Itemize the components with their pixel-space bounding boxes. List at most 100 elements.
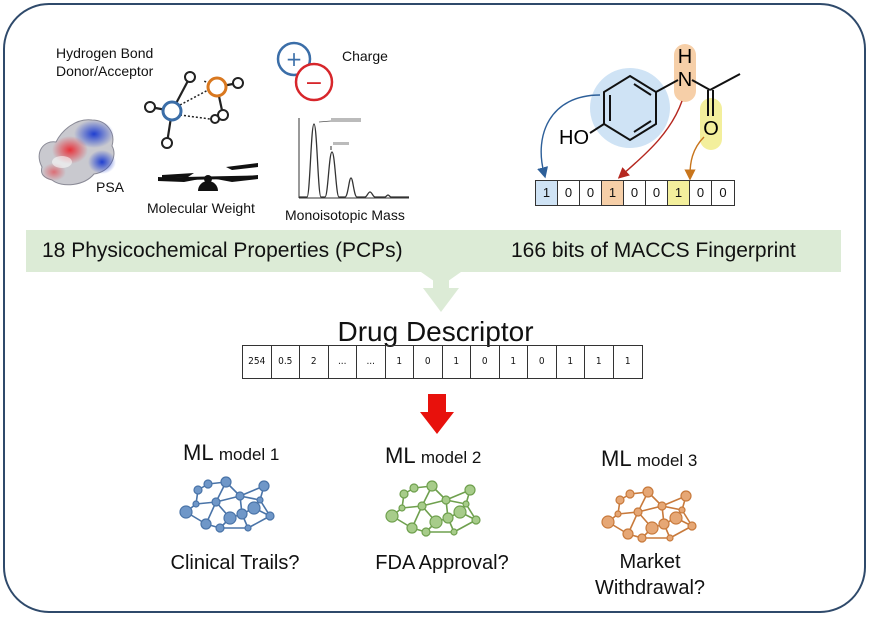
descriptor-cell: 1 [557,346,585,378]
network-node [429,515,443,529]
descriptor-cell: 1 [624,356,631,367]
neural-network-icon-1 [179,476,275,533]
network-node [398,504,406,512]
fingerprint-bit-cell: 0 [690,181,712,205]
model-3-question-line1: Market [619,551,681,573]
network-node [223,511,237,525]
fingerprint-bit-cell: 1 [536,181,558,205]
network-node [399,489,409,499]
oxygen-label: O [703,118,719,140]
descriptor-cell: 2 [300,346,329,378]
model-1-ml: ML [183,440,213,465]
psa-label: PSA [96,179,125,195]
network-node [193,485,203,495]
descriptor-cell: 1 [500,346,528,378]
molecular-weight-label: Molecular Weight [147,200,255,216]
network-node [658,518,670,530]
model-2-question: FDA Approval? [357,550,527,576]
fingerprint-bit-cell: 1 [668,181,690,205]
network-node [441,495,451,505]
descriptor-cell: 1 [386,346,414,378]
model-2-ml: ML [385,443,415,468]
nitrogen-label: N [678,69,692,91]
maccs-banner [461,230,841,272]
descriptor-cell: 1 [443,346,471,378]
network-node [442,512,454,524]
descriptor-cell: ... [357,346,386,378]
network-node [247,501,261,515]
maccs-banner-text: 166 bits of MACCS Fingerprint [511,239,796,262]
descriptor-cell: 254 [243,346,272,378]
fingerprint-bit-cell: 0 [719,185,727,200]
fingerprint-bit-cell: 0 [646,181,668,205]
hydroxyl-label: HO [559,127,589,149]
charge-plus-glyph: + [286,47,303,71]
network-node [645,521,659,535]
pcp-banner [26,230,422,272]
network-node [236,508,248,520]
fingerprint-mapping-arrows [537,94,705,181]
model-3-ml: ML [601,446,631,471]
model-1-name: model 1 [218,445,280,464]
neural-network-icon-3 [601,486,697,543]
fingerprint-bit-cell: 1 [602,181,624,205]
charge-icon: + − [276,41,334,102]
network-node [669,511,683,525]
hydrogen-label: H [678,46,692,68]
network-node [471,515,481,525]
network-node [680,490,692,502]
network-node [450,528,458,536]
descriptor-cell: 0 [414,346,443,378]
descriptor-cell: 0 [471,346,500,378]
network-node [203,479,213,489]
network-node [258,480,270,492]
model-3-question: Market Withdrawal? [565,549,735,601]
network-node [211,497,221,507]
network-node [678,506,686,514]
hbond-label-line1: Hydrogen Bond [56,45,154,61]
network-node [633,507,643,517]
network-node [179,505,193,519]
hbond-molecule-icon [144,71,244,149]
network-node [200,518,212,530]
model-3-question-line2: Withdrawal? [594,577,706,599]
network-node [256,496,264,504]
network-node [462,500,470,508]
network-node [687,521,697,531]
model-3-title: ML model 3 [601,446,697,474]
fingerprint-bit-cell: 0 [624,181,646,205]
network-node [192,500,200,508]
network-node [215,523,225,533]
network-node [421,527,431,537]
network-node [244,524,252,532]
fingerprint-bit-cell: 0 [580,181,602,205]
scale-balance-icon [158,163,258,191]
psa-surface-icon [38,119,116,186]
model-1-question: Clinical Trails? [150,550,320,576]
model-2-name: model 2 [420,448,482,467]
network-node [615,495,625,505]
diagram-frame [3,3,866,613]
network-node [464,484,476,496]
network-node [453,505,467,519]
pcp-banner-text: 18 Physicochemical Properties (PCPs) [42,239,403,262]
model-1-question-line1: Clinical Trails? [170,552,300,574]
network-node [385,509,399,523]
neural-network-icon-2 [385,480,481,537]
network-node [409,483,419,493]
network-node [666,534,674,542]
network-node [235,491,245,501]
network-node [417,501,427,511]
mass-spectrum-icon [298,118,409,199]
model-1-title: ML model 1 [183,440,279,468]
down-arrow-icon [420,394,454,434]
hbond-label-line2: Donor/Acceptor [56,63,154,79]
network-node [220,476,232,488]
network-node [657,501,667,511]
network-node [406,522,418,534]
model-2-title: ML model 2 [385,443,481,471]
network-node [637,533,647,543]
model-3-name: model 3 [636,451,698,470]
